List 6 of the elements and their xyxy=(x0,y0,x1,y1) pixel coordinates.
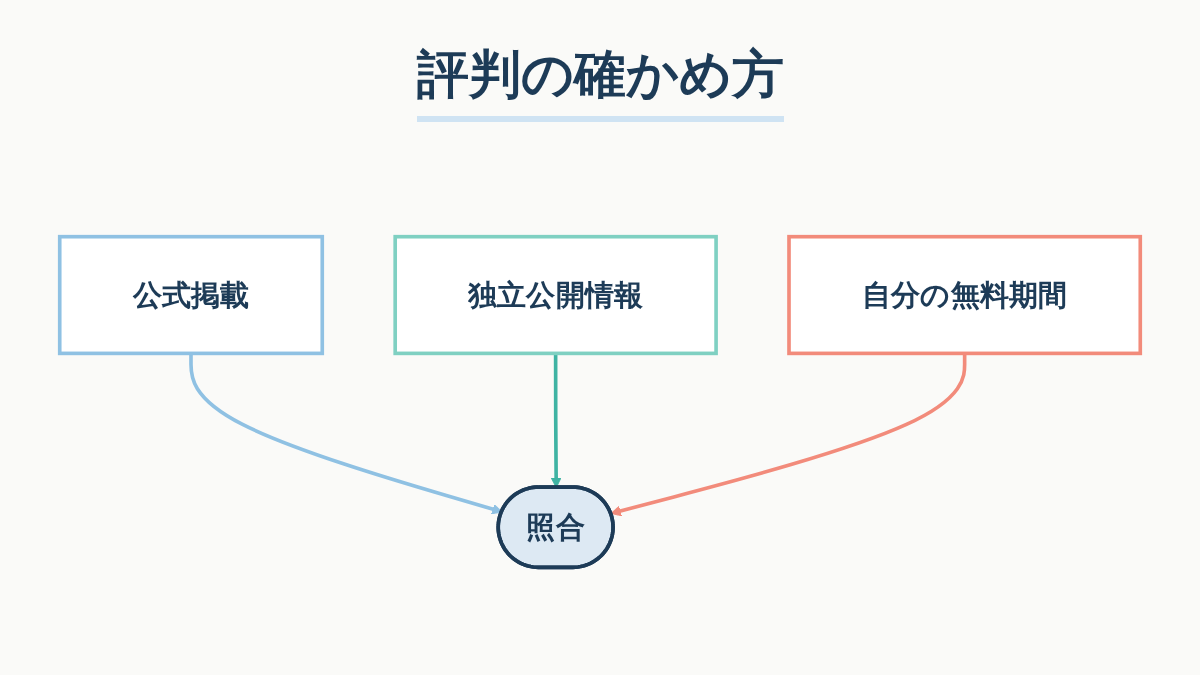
arrow xyxy=(610,353,967,517)
arrow xyxy=(189,353,503,515)
node-box: 独立公開情報 xyxy=(393,234,718,356)
node-box: 公式掲載 xyxy=(57,234,325,356)
title: 評判の確かめ方 xyxy=(416,40,784,122)
node-box: 自分の無料期間 xyxy=(787,234,1143,356)
